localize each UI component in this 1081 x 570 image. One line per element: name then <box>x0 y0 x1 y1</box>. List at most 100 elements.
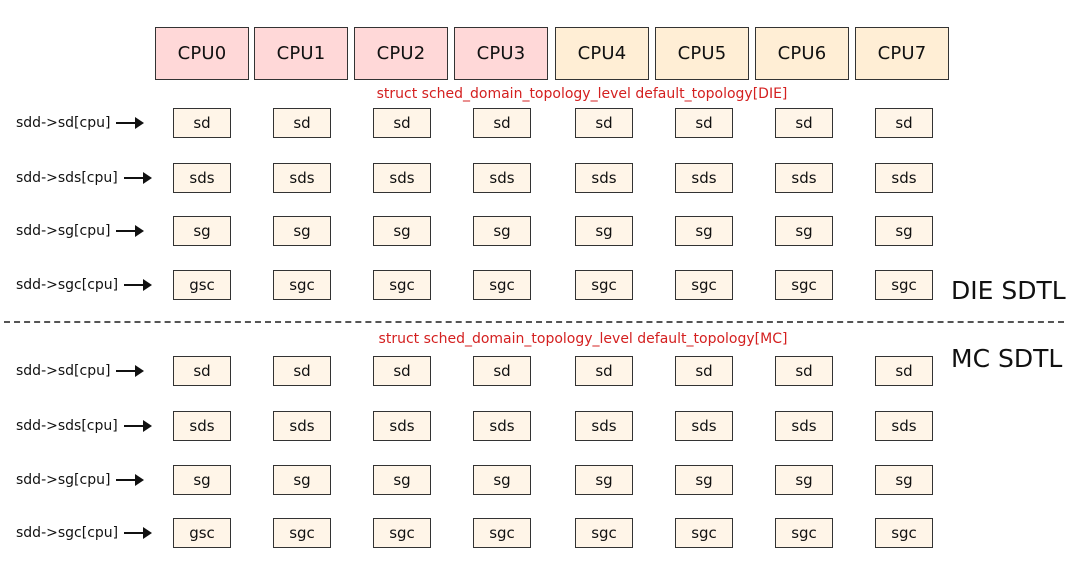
per-cpu-structure-box: sg <box>575 216 633 246</box>
sdtl-label: MC SDTL <box>951 344 1063 373</box>
per-cpu-structure-box: sg <box>775 216 833 246</box>
row-label-text: sdd->sds[cpu] <box>16 418 118 434</box>
per-cpu-structure-box: gsc <box>173 270 231 300</box>
per-cpu-structure-box: sd <box>373 108 431 138</box>
per-cpu-structure-box: sd <box>675 356 733 386</box>
per-cpu-structure-box: sds <box>575 411 633 441</box>
per-cpu-structure-box: sg <box>875 216 933 246</box>
per-cpu-structure-box: sd <box>575 356 633 386</box>
cpu-header-6: CPU6 <box>755 27 849 80</box>
per-cpu-structure-box: sgc <box>575 518 633 548</box>
per-cpu-structure-box: gsc <box>173 518 231 548</box>
arrow-right-icon <box>116 474 145 486</box>
per-cpu-structure-box: sds <box>875 411 933 441</box>
per-cpu-structure-box: sgc <box>675 518 733 548</box>
per-cpu-structure-box: sd <box>273 356 331 386</box>
cpu-header-4: CPU4 <box>555 27 649 80</box>
per-cpu-structure-box: sg <box>675 465 733 495</box>
cpu-header-5: CPU5 <box>655 27 749 80</box>
per-cpu-structure-box: sd <box>675 108 733 138</box>
per-cpu-structure-box: sgc <box>675 270 733 300</box>
per-cpu-structure-box: sg <box>775 465 833 495</box>
arrow-right-icon <box>124 527 153 539</box>
per-cpu-structure-box: sg <box>473 216 531 246</box>
per-cpu-structure-box: sg <box>373 216 431 246</box>
per-cpu-structure-box: sd <box>173 108 231 138</box>
per-cpu-structure-box: sgc <box>473 518 531 548</box>
per-cpu-structure-box: sds <box>173 411 231 441</box>
per-cpu-structure-box: sd <box>473 108 531 138</box>
topology-level-caption: struct sched_domain_topology_level defau… <box>376 86 788 102</box>
row-label: sdd->sgc[cpu] <box>16 523 153 543</box>
sdtl-label: DIE SDTL <box>951 276 1066 305</box>
per-cpu-structure-box: sgc <box>875 518 933 548</box>
cpu-header-7: CPU7 <box>855 27 949 80</box>
per-cpu-structure-box: sds <box>575 163 633 193</box>
row-label-text: sdd->sg[cpu] <box>16 472 111 488</box>
arrow-right-icon <box>124 279 153 291</box>
per-cpu-structure-box: sd <box>173 356 231 386</box>
per-cpu-structure-box: sds <box>473 411 531 441</box>
arrow-right-icon <box>116 365 145 377</box>
cpu-header-0: CPU0 <box>155 27 249 80</box>
per-cpu-structure-box: sgc <box>875 270 933 300</box>
per-cpu-structure-box: sg <box>675 216 733 246</box>
per-cpu-structure-box: sds <box>373 411 431 441</box>
arrow-right-icon <box>123 420 152 432</box>
row-label: sdd->sd[cpu] <box>16 113 145 133</box>
row-label-text: sdd->sg[cpu] <box>16 223 111 239</box>
per-cpu-structure-box: sgc <box>775 270 833 300</box>
arrow-right-icon <box>116 225 145 237</box>
row-label-text: sdd->sd[cpu] <box>16 115 111 131</box>
row-label: sdd->sd[cpu] <box>16 361 145 381</box>
per-cpu-structure-box: sd <box>575 108 633 138</box>
row-label: sdd->sds[cpu] <box>16 168 152 188</box>
arrow-right-icon <box>123 172 152 184</box>
per-cpu-structure-box: sgc <box>273 518 331 548</box>
row-label-text: sdd->sgc[cpu] <box>16 525 119 541</box>
row-label: sdd->sds[cpu] <box>16 416 152 436</box>
per-cpu-structure-box: sg <box>173 465 231 495</box>
per-cpu-structure-box: sgc <box>775 518 833 548</box>
row-label-text: sdd->sds[cpu] <box>16 170 118 186</box>
per-cpu-structure-box: sg <box>875 465 933 495</box>
topology-level-caption: struct sched_domain_topology_level defau… <box>378 331 788 347</box>
section-divider <box>4 321 1064 323</box>
per-cpu-structure-box: sd <box>473 356 531 386</box>
per-cpu-structure-box: sg <box>173 216 231 246</box>
per-cpu-structure-box: sds <box>373 163 431 193</box>
per-cpu-structure-box: sd <box>373 356 431 386</box>
per-cpu-structure-box: sg <box>273 216 331 246</box>
per-cpu-structure-box: sg <box>473 465 531 495</box>
per-cpu-structure-box: sds <box>675 163 733 193</box>
per-cpu-structure-box: sgc <box>373 270 431 300</box>
row-label: sdd->sg[cpu] <box>16 470 145 490</box>
per-cpu-structure-box: sd <box>875 356 933 386</box>
per-cpu-structure-box: sds <box>473 163 531 193</box>
per-cpu-structure-box: sd <box>875 108 933 138</box>
per-cpu-structure-box: sd <box>273 108 331 138</box>
per-cpu-structure-box: sd <box>775 356 833 386</box>
row-label: sdd->sg[cpu] <box>16 221 145 241</box>
per-cpu-structure-box: sgc <box>373 518 431 548</box>
per-cpu-structure-box: sgc <box>575 270 633 300</box>
per-cpu-structure-box: sgc <box>273 270 331 300</box>
row-label: sdd->sgc[cpu] <box>16 275 153 295</box>
per-cpu-structure-box: sds <box>273 411 331 441</box>
cpu-header-3: CPU3 <box>454 27 548 80</box>
row-label-text: sdd->sd[cpu] <box>16 363 111 379</box>
arrow-right-icon <box>116 117 145 129</box>
cpu-header-2: CPU2 <box>354 27 448 80</box>
per-cpu-structure-box: sds <box>875 163 933 193</box>
per-cpu-structure-box: sgc <box>473 270 531 300</box>
per-cpu-structure-box: sg <box>575 465 633 495</box>
per-cpu-structure-box: sds <box>675 411 733 441</box>
row-label-text: sdd->sgc[cpu] <box>16 277 119 293</box>
per-cpu-structure-box: sg <box>273 465 331 495</box>
per-cpu-structure-box: sds <box>273 163 331 193</box>
per-cpu-structure-box: sds <box>775 163 833 193</box>
per-cpu-structure-box: sds <box>173 163 231 193</box>
per-cpu-structure-box: sd <box>775 108 833 138</box>
per-cpu-structure-box: sg <box>373 465 431 495</box>
